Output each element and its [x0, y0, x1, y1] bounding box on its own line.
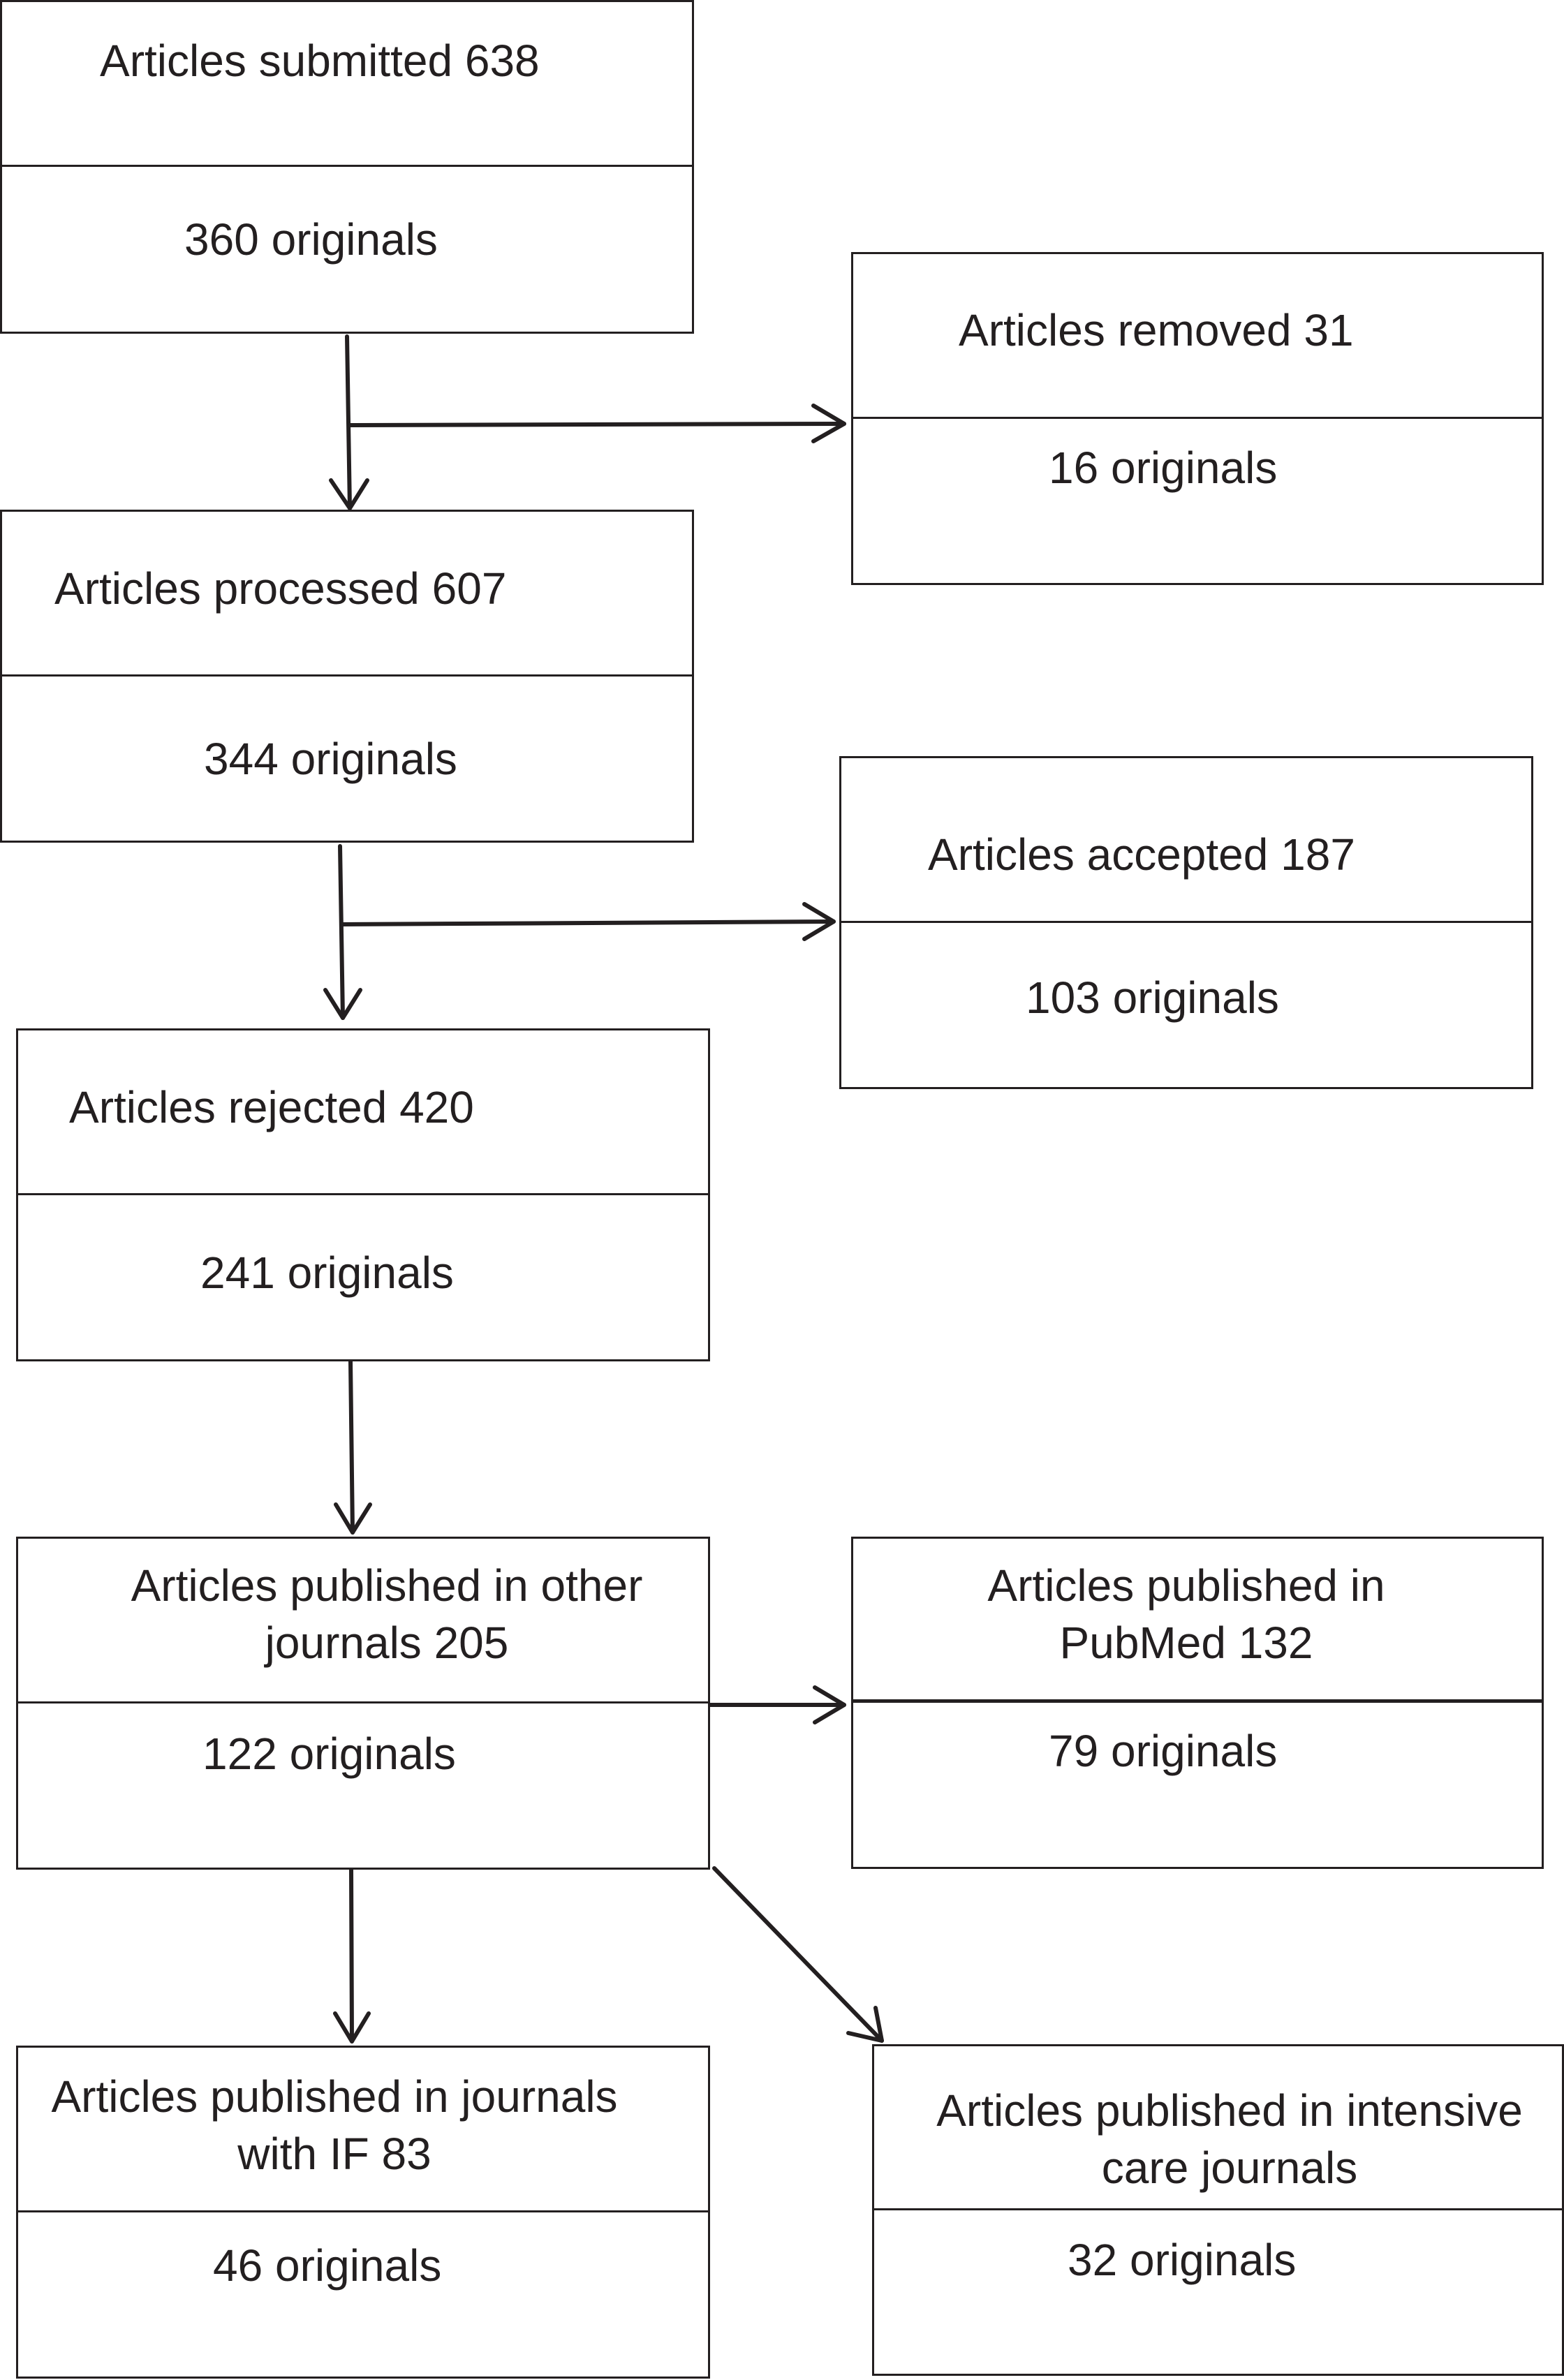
box-articles-other-journals [16, 1537, 710, 1870]
articles-pubmed-title-line1: Articles published in [987, 1560, 1385, 1611]
articles-processed-originals: 344 originals [204, 734, 457, 784]
arrow-rejected-to-other-journals [334, 1359, 372, 1535]
box-articles-intensive-care-header [874, 2046, 1562, 2210]
box-articles-with-if [16, 2046, 710, 2379]
articles-processed-title: Articles processed 607 [54, 563, 507, 614]
box-articles-removed-header [853, 254, 1542, 419]
articles-with-if-title-line2: with IF 83 [237, 2129, 431, 2179]
arrow-to-with-if [333, 1868, 371, 2043]
articles-removed-title: Articles removed 31 [959, 305, 1354, 355]
box-articles-pubmed-header [853, 1539, 1542, 1703]
box-articles-removed [851, 252, 1544, 585]
articles-submitted-title: Articles submitted 638 [100, 36, 540, 86]
box-articles-rejected-header [18, 1030, 708, 1195]
articles-pubmed-title-line2: PubMed 132 [1059, 1618, 1313, 1668]
articles-accepted-title: Articles accepted 187 [928, 829, 1355, 880]
arrow-processed-to-rejected [323, 844, 362, 1020]
box-articles-processed-header [2, 512, 692, 677]
box-articles-with-if-header [18, 2048, 708, 2212]
arrow-to-accepted [341, 902, 836, 941]
box-articles-intensive-care [872, 2044, 1564, 2376]
box-articles-pubmed [851, 1537, 1544, 1869]
articles-removed-originals: 16 originals [1049, 443, 1278, 493]
arrow-to-removed [348, 404, 846, 443]
articles-intensive-care-title-line1: Articles published in intensive [936, 2085, 1523, 2136]
articles-intensive-care-originals: 32 originals [1068, 2235, 1297, 2285]
articles-other-journals-title-line2: journals 205 [265, 1618, 509, 1668]
arrow-to-pubmed [708, 1685, 846, 1724]
box-articles-rejected [16, 1028, 710, 1361]
articles-accepted-originals: 103 originals [1026, 973, 1279, 1023]
articles-with-if-title-line1: Articles published in journals [51, 2071, 618, 2122]
articles-submitted-originals: 360 originals [184, 214, 438, 265]
box-articles-processed [0, 510, 694, 843]
box-articles-accepted [839, 756, 1533, 1089]
articles-pubmed-originals: 79 originals [1049, 1726, 1278, 1776]
articles-with-if-originals: 46 originals [213, 2240, 442, 2291]
box-articles-accepted-header [841, 758, 1531, 923]
articles-other-journals-title-line1: Articles published in other [131, 1560, 643, 1611]
box-articles-other-journals-header [18, 1539, 708, 1703]
articles-rejected-title: Articles rejected 420 [69, 1082, 474, 1132]
box-articles-submitted [0, 0, 694, 334]
arrow-to-intensive-care [712, 1866, 884, 2043]
box-articles-submitted-header [2, 2, 692, 167]
arrow-submitted-to-processed [329, 334, 369, 510]
articles-rejected-originals: 241 originals [200, 1248, 454, 1298]
articles-other-journals-originals: 122 originals [202, 1729, 456, 1779]
articles-intensive-care-title-line2: care journals [1101, 2143, 1358, 2193]
